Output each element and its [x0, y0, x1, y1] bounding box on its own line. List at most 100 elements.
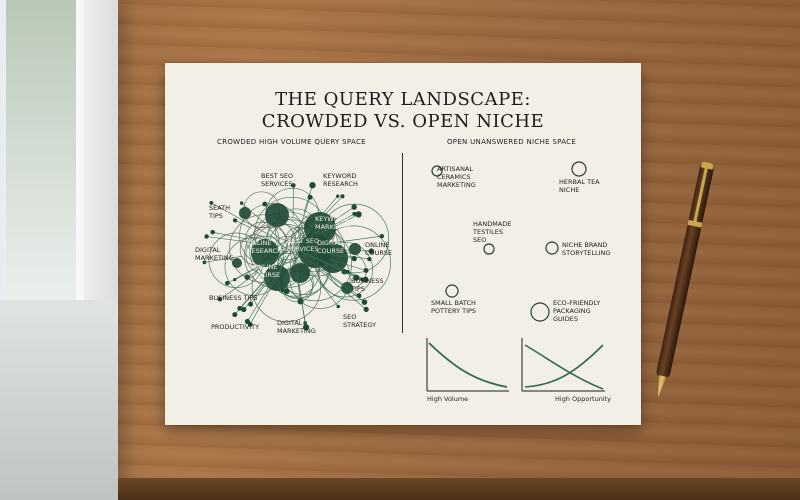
crowded-query-label: STRATEGY [343, 321, 376, 329]
crowded-query-label: KEYWORD [315, 215, 348, 223]
niche-circle [431, 165, 443, 177]
cluster-link [293, 196, 343, 248]
right-section-heading: OPEN UNANSWERED NICHE SPACE [447, 138, 577, 146]
section-divider [402, 153, 403, 333]
cluster-blob [232, 258, 242, 268]
cluster-blob [349, 243, 361, 255]
cluster-link [332, 249, 372, 252]
cluster-node [244, 318, 250, 325]
niche-circle [445, 284, 459, 298]
cluster-link [247, 248, 292, 278]
pen-nib [654, 375, 666, 398]
crowded-query-label: DIGITAL [317, 239, 343, 247]
cluster-link [206, 236, 267, 245]
mini-chart-right [521, 338, 605, 392]
cluster-link [328, 258, 367, 271]
cluster-ring [317, 241, 373, 298]
crowded-query-label: BUSINESS [351, 277, 383, 285]
cluster-node [367, 256, 372, 262]
poster-title-line2: CROWDED VS. OPEN NICHE [261, 111, 545, 132]
cluster-node [356, 293, 362, 299]
mini-chart-left-label: High Volume [427, 395, 468, 403]
cluster-link [322, 214, 359, 234]
niche-label: SEO [473, 236, 486, 244]
cluster-node [363, 306, 369, 312]
cluster-node [336, 304, 340, 309]
cluster-blob [251, 239, 279, 267]
cluster-node [363, 268, 369, 273]
cluster-blob [265, 203, 289, 227]
mini-chart-left [426, 338, 509, 392]
niche-circle [530, 302, 550, 322]
cluster-link [307, 258, 365, 303]
crowded-query-label: SEATH [209, 204, 230, 212]
cluster-link [264, 203, 290, 243]
window-sill [0, 300, 118, 500]
niche-label: SMALL BATCH [431, 299, 476, 307]
cluster-node [302, 324, 310, 331]
crowded-query-label: BEST SEO [287, 237, 319, 245]
cluster-node [232, 218, 238, 223]
mini-chart-right-label: High Opportunity [555, 395, 611, 403]
poster-title-line1: THE QUERY LANDSCAPE: [275, 89, 531, 110]
crowded-query-label: ONLINE [253, 263, 278, 271]
crowded-query-label: ONLINE [365, 241, 390, 249]
crowded-query-label: KEYWORD [323, 172, 356, 180]
cluster-link [317, 268, 367, 310]
cluster-ring [251, 252, 322, 323]
cluster-node [248, 301, 254, 307]
cluster-link [296, 277, 301, 302]
crowded-query-label: MARKETING [277, 327, 316, 335]
cluster-link [227, 250, 289, 284]
cluster-link [299, 250, 357, 278]
crowded-query-label: BUSINESS TIPS [209, 294, 257, 302]
cluster-link [234, 259, 272, 280]
cluster-node [291, 183, 296, 188]
cluster-link [323, 252, 370, 260]
cluster-ring [229, 214, 298, 283]
cluster-link [243, 279, 268, 310]
cluster-node [239, 201, 244, 205]
niche-label: HERBAL TEA [559, 178, 600, 186]
crowded-query-label: RESEARCH [323, 180, 358, 188]
cluster-node [233, 278, 237, 282]
cluster-link [326, 272, 360, 297]
crowded-query-label: PRODUCTIVITY [211, 323, 259, 331]
niche-label: HANDMADE [473, 220, 511, 228]
cluster-node [241, 306, 247, 313]
crowded-labels: BEST SEOSERVICESKEYWORDRESEARCHSEATHTIPS… [195, 172, 392, 335]
crowded-query-label: MARKETING [315, 223, 354, 231]
cluster-node [209, 200, 214, 205]
cluster-node [225, 280, 230, 286]
cluster-node [353, 274, 360, 281]
cluster-node [202, 260, 207, 265]
niche-label: NICHE BRAND [562, 241, 607, 249]
crowded-query-label: SERVICES [261, 180, 293, 188]
cluster-node [379, 233, 385, 239]
cluster-link [292, 247, 339, 307]
niche-label: CERAMICS [437, 173, 471, 181]
niche-label: ECO-FRIENDLY [553, 299, 600, 307]
cluster-link [212, 231, 248, 240]
niche-label: POTTERY TIPS [431, 307, 476, 315]
cluster-blob [239, 207, 251, 219]
crowded-query-label: MARKETING [195, 254, 234, 262]
cluster-blob [318, 243, 348, 273]
cluster-blob [290, 263, 310, 283]
cluster-node [368, 248, 375, 254]
niche-circle [483, 243, 495, 255]
window-glass [6, 0, 84, 320]
cluster-node [237, 305, 243, 311]
crowded-query-label: DIGITAL [195, 246, 221, 254]
crowded-query-label: SERVICES [287, 245, 319, 253]
crowded-query-label: RESEARCH [247, 247, 282, 255]
cluster-node [351, 255, 357, 262]
cluster-node [204, 234, 209, 239]
cluster-node [352, 211, 357, 216]
cluster-link [250, 259, 285, 305]
